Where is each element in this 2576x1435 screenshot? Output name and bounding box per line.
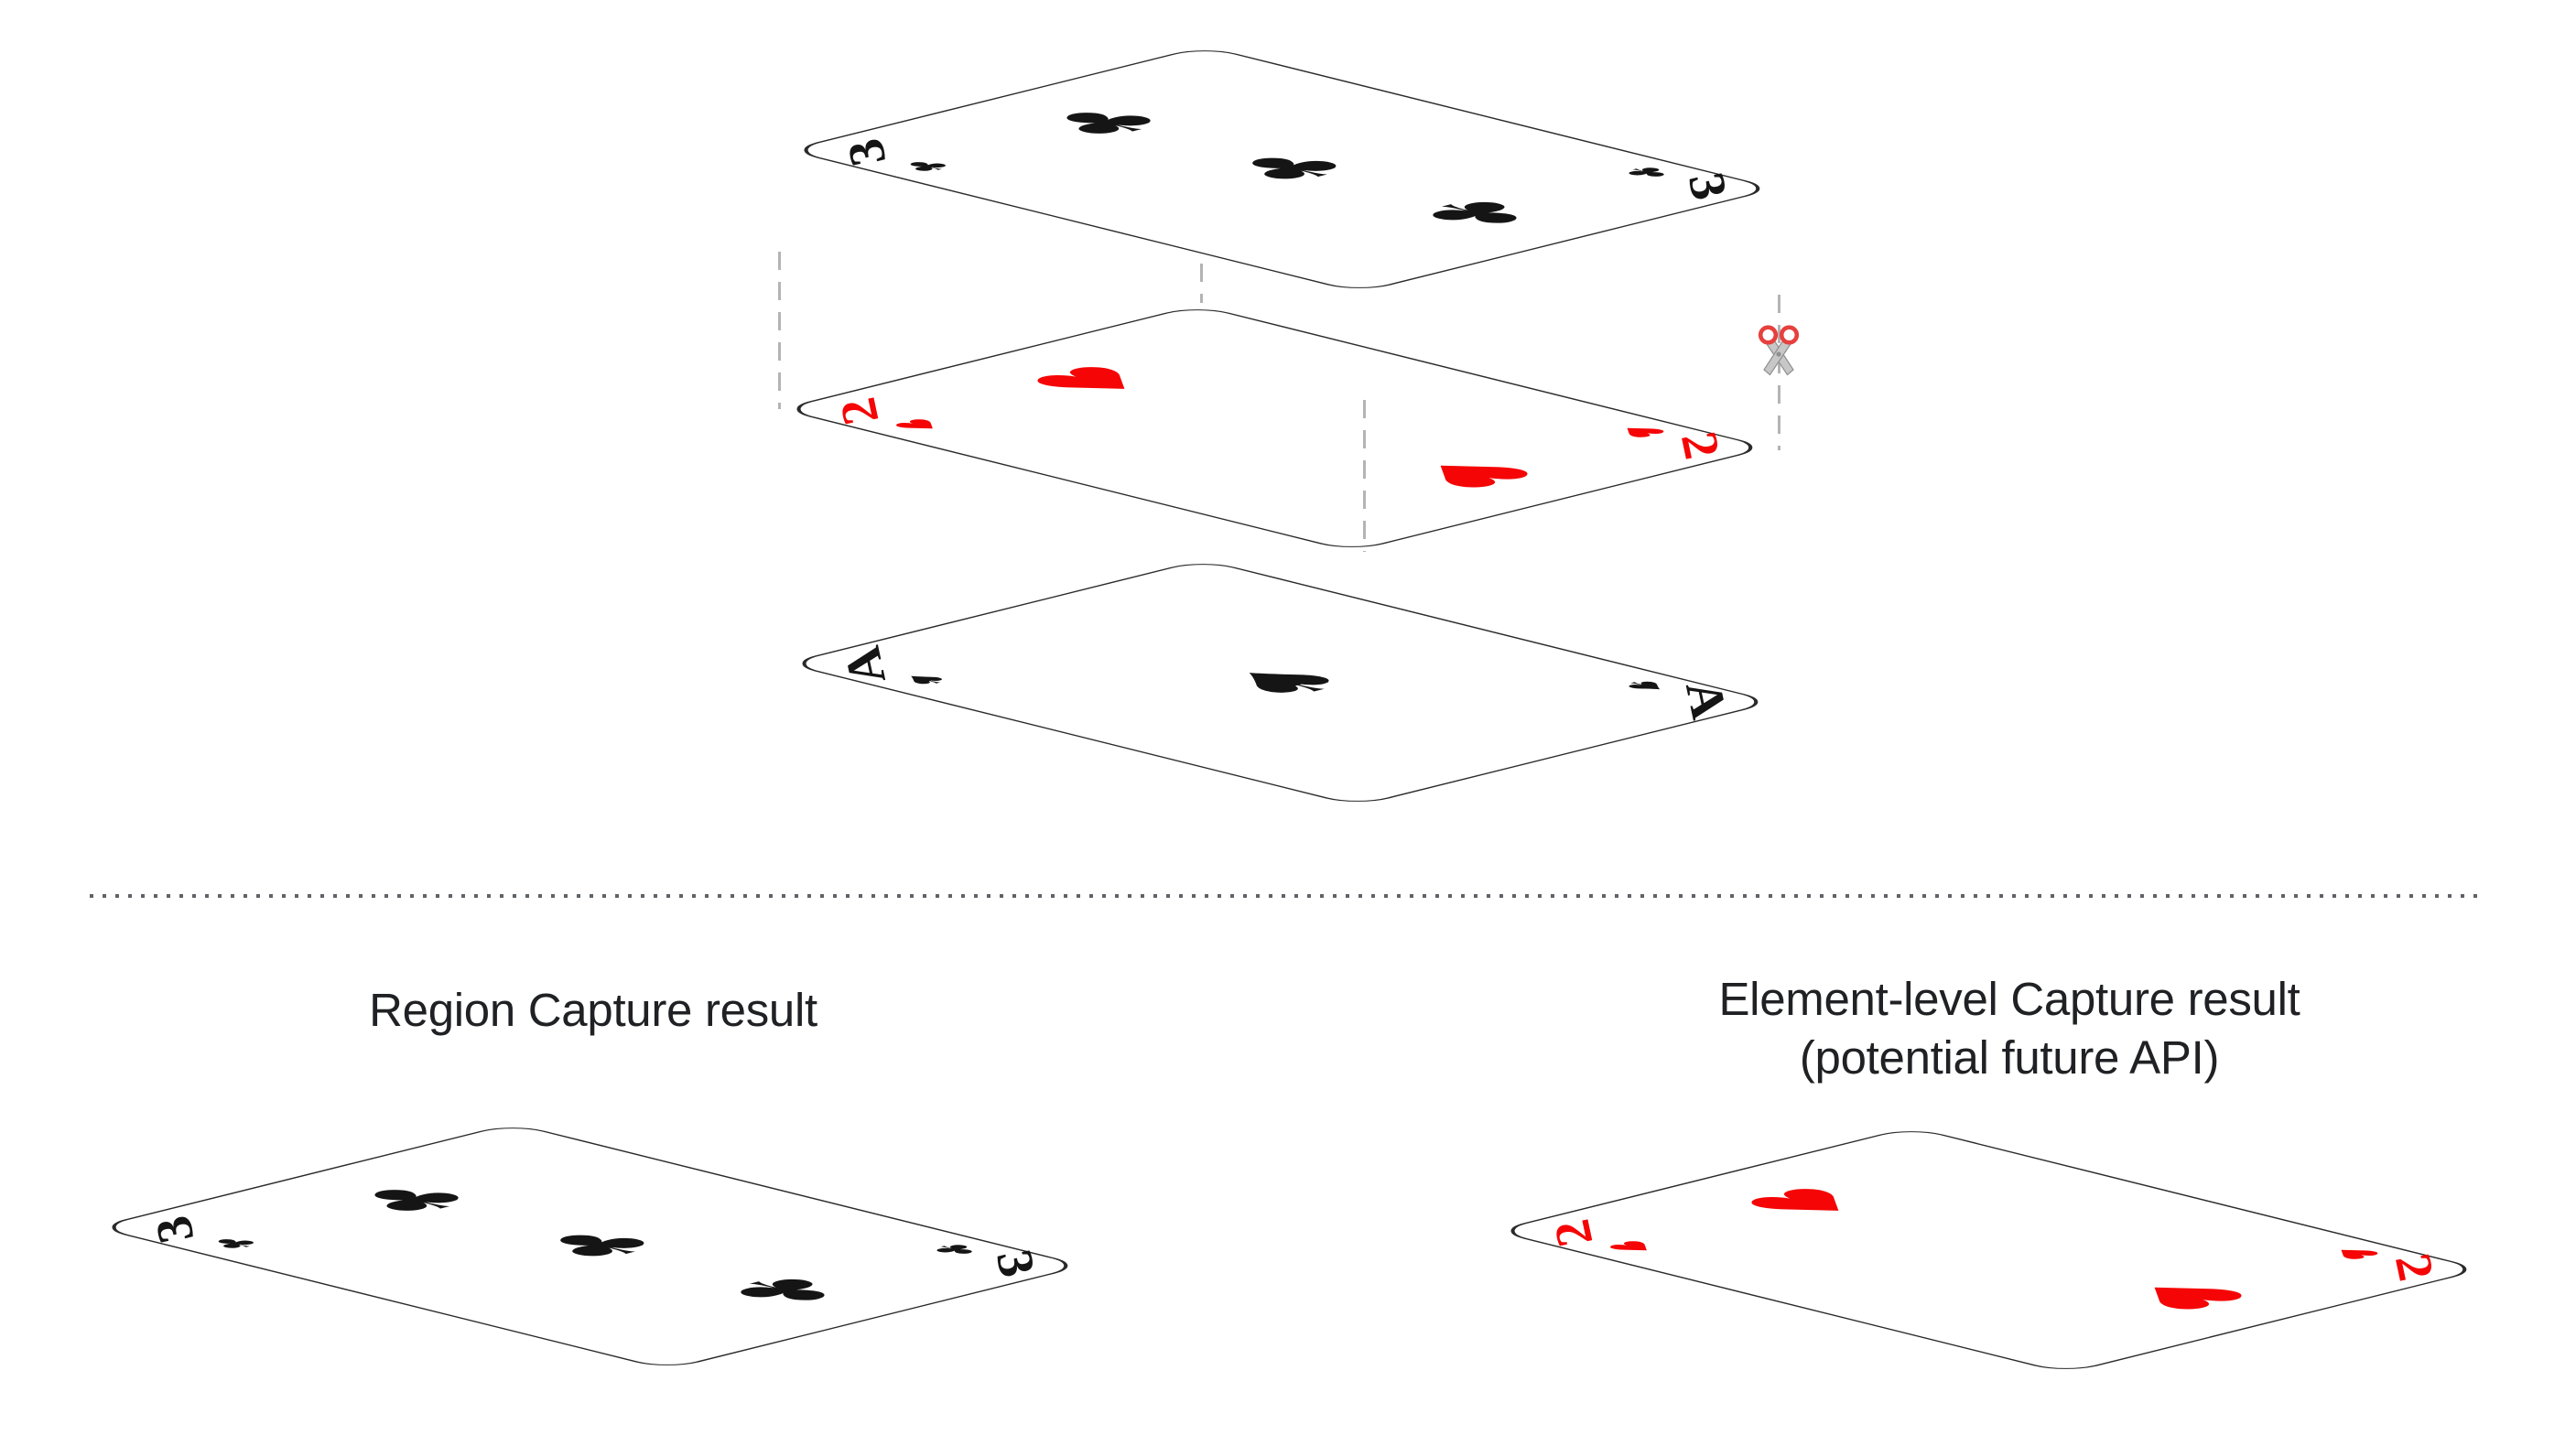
- dotted-divider: [90, 894, 2481, 898]
- element-capture-caption: Element-level Capture result (potential …: [1552, 970, 2467, 1087]
- cut-line-bottom: [1363, 400, 1366, 552]
- card-two-of-hearts: 2 ♥ ♥ ♥ 2 ♥: [778, 305, 1771, 553]
- caption-text: Region Capture result: [369, 984, 817, 1036]
- card-ace-of-spades: A ♠ ♠ A ♠: [784, 559, 1777, 807]
- caption-line1: Element-level Capture result: [1718, 973, 2300, 1025]
- scissors-icon: [1758, 325, 1800, 376]
- cut-line-right: [1778, 295, 1780, 450]
- caption-line2: (potential future API): [1799, 1031, 2220, 1084]
- region-capture-caption: Region Capture result: [135, 981, 1051, 1040]
- cut-line-left: [778, 252, 781, 409]
- result-card-three-of-clubs: 3 ♣ ♣ ♣ ♣ 3 ♣: [93, 1123, 1087, 1371]
- card-three-of-clubs: 3 ♣ ♣ ♣ ♣ 3 ♣: [785, 46, 1779, 294]
- cut-line-top: [1200, 264, 1203, 303]
- result-card-two-of-hearts: 2 ♥ ♥ ♥ 2 ♥: [1492, 1127, 2485, 1375]
